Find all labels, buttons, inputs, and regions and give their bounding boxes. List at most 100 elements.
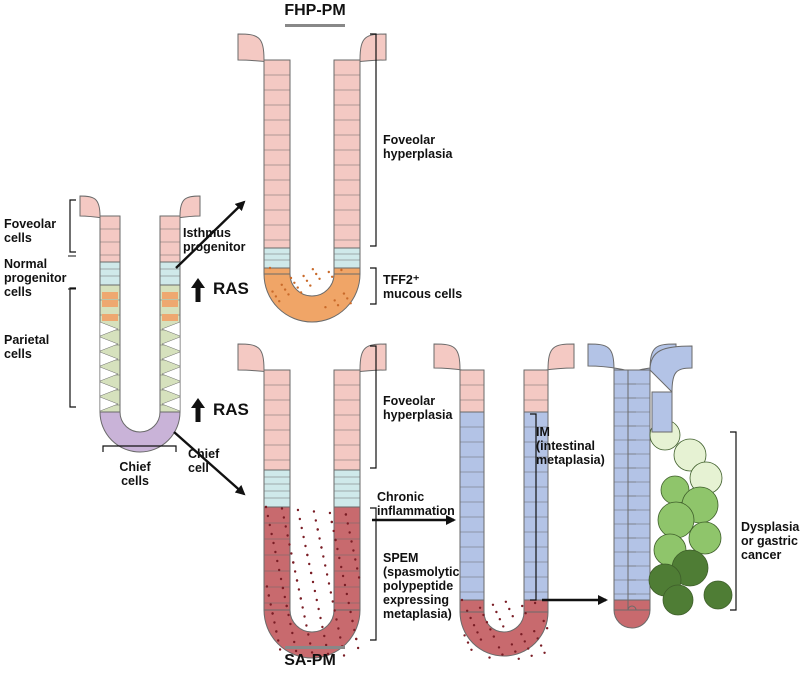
granule [277, 639, 280, 642]
granule [331, 600, 334, 603]
gland-right-wall-zone [333, 369, 361, 471]
granule [277, 568, 281, 572]
granule [466, 641, 470, 644]
granule [545, 627, 549, 630]
granule [349, 302, 352, 305]
gland-left-wall-zone [263, 369, 291, 471]
dysplasia-right-wall [651, 391, 673, 433]
granule [302, 274, 305, 278]
bracket-im [530, 413, 537, 601]
granule [530, 654, 533, 657]
granule [472, 624, 476, 627]
granule [301, 606, 304, 609]
granule [543, 651, 546, 654]
dysplastic-cell-cluster [657, 501, 695, 539]
arrow-isthmus-progenitor [175, 200, 246, 269]
granule [485, 621, 489, 624]
granule [350, 540, 353, 543]
granule [316, 528, 319, 531]
granule [329, 591, 333, 594]
gland-left-wall-zone [459, 369, 485, 413]
granule [338, 556, 341, 560]
dysplastic-cell-cluster [662, 584, 694, 616]
granule [476, 631, 479, 634]
label-ras-top: RAS [213, 279, 249, 298]
normal-gland [79, 195, 201, 453]
granule [270, 532, 273, 536]
granule [278, 300, 281, 303]
label-chronic-inflammation: Chronic inflammation [377, 490, 455, 518]
label-sapm-foveolar-hyperplasia: Foveolar hyperplasia [383, 394, 453, 422]
dysplastic-cell-cluster [688, 521, 722, 555]
label-intestinal-metaplasia: IM (intestinal metaplasia) [536, 425, 605, 467]
granule [330, 275, 334, 278]
granule [264, 505, 268, 509]
granule [341, 574, 345, 578]
gland-left-wall-zone [263, 247, 291, 269]
parietal-orange-patch [162, 314, 178, 321]
granule [308, 642, 312, 645]
gland-left-wall-zone [459, 411, 485, 601]
granule [330, 520, 333, 524]
granule [283, 288, 287, 291]
granule [287, 293, 290, 296]
parietal-triangle [161, 396, 181, 412]
granule [460, 598, 464, 602]
fhp-pm-underline [285, 24, 345, 27]
granule [280, 283, 283, 286]
granule [305, 624, 308, 627]
granule [339, 636, 342, 639]
bracket-tff2 [370, 267, 377, 305]
gland-bottom [263, 273, 361, 323]
granule [314, 519, 318, 522]
granule [279, 577, 283, 581]
granule [290, 552, 293, 555]
parietal-orange-patch [162, 300, 178, 307]
granule [465, 609, 469, 612]
granule [542, 619, 545, 623]
granule [302, 535, 305, 539]
granule [272, 541, 275, 545]
label-normal-progenitor-cells: Normal progenitor cells [4, 257, 67, 299]
gland-right-wall-zone [627, 369, 651, 601]
granule [293, 570, 297, 573]
arrow-chief-cell [173, 431, 246, 496]
granule [327, 270, 330, 274]
parietal-triangle [99, 396, 119, 412]
granule [482, 613, 485, 617]
ras-arrow-bottom-head [191, 398, 205, 408]
granule [511, 615, 514, 618]
granule [347, 601, 350, 605]
granule [296, 286, 299, 289]
granule [315, 272, 318, 276]
parietal-triangle [161, 366, 181, 382]
granule [524, 612, 527, 615]
granule [501, 653, 504, 656]
granule [345, 592, 349, 596]
sa-pm-gland [237, 343, 387, 659]
granule [271, 612, 274, 615]
granule [337, 627, 340, 630]
granule [293, 281, 296, 284]
granule [517, 657, 520, 660]
granule [266, 514, 270, 518]
parietal-triangle [99, 321, 119, 337]
dysplasia-gland [587, 343, 733, 629]
granule [324, 643, 328, 647]
granule [307, 633, 310, 636]
granule [309, 571, 313, 575]
bracket-parietal-cells [69, 287, 76, 408]
granule [321, 625, 324, 629]
parietal-triangle [161, 321, 181, 337]
granule [533, 601, 537, 605]
granule [317, 607, 320, 611]
granule [510, 643, 514, 646]
gland-right-wall-zone [333, 267, 361, 275]
parietal-triangle [99, 381, 119, 397]
bracket-dysplasia [730, 431, 737, 611]
granule [357, 576, 361, 579]
granule [336, 547, 339, 551]
granule [502, 625, 505, 628]
ras-arrow-bottom-shaft [195, 407, 201, 422]
granule [348, 531, 351, 534]
